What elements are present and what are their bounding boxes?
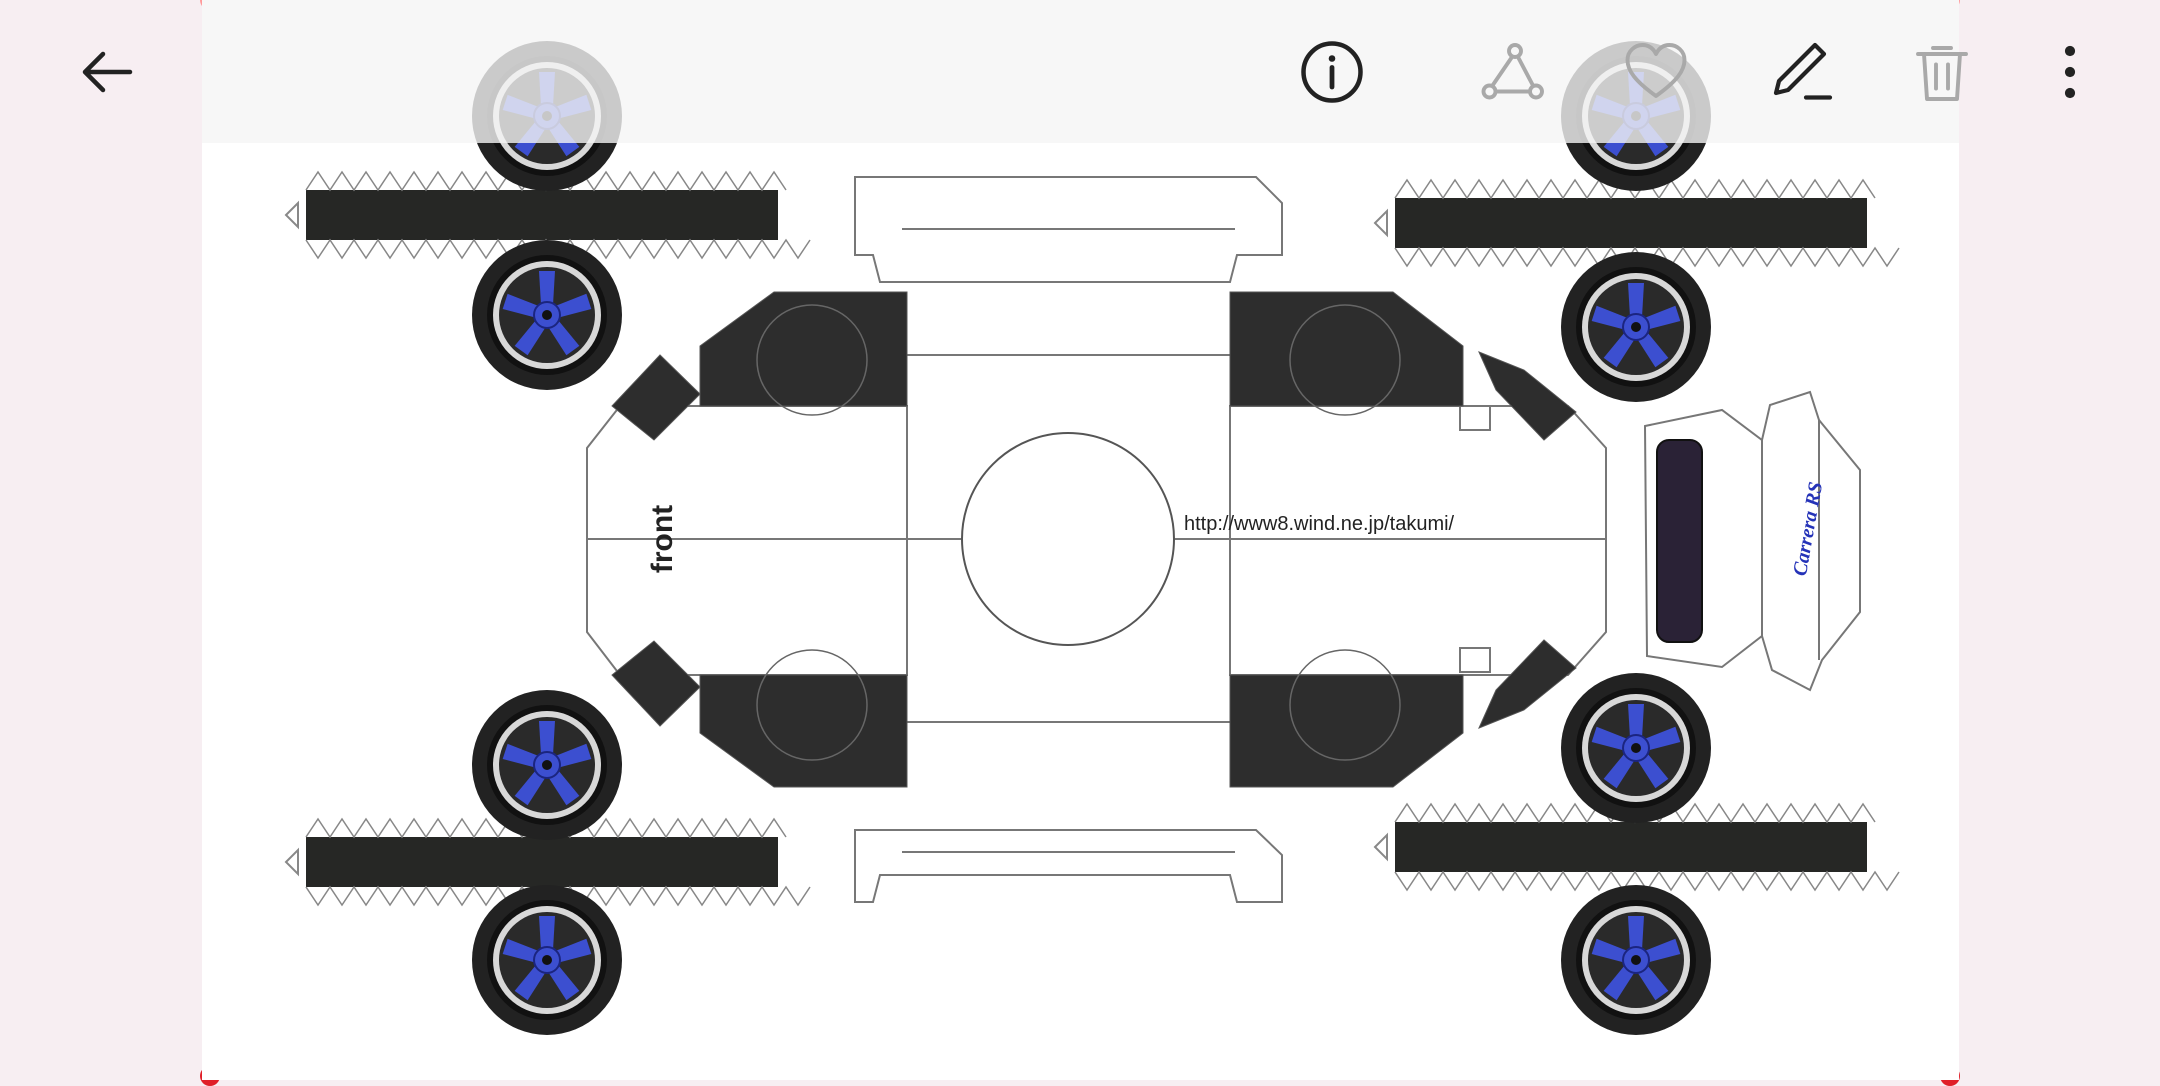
wheel-icon: [1560, 884, 1712, 1036]
wheel-icon: [471, 239, 623, 391]
wheel-icon: [1560, 251, 1712, 403]
arrow-left-icon: [82, 51, 133, 93]
papercraft-photo[interactable]: front http://www8.wind.ne.jp/takumi/ Car…: [202, 0, 1959, 1080]
url-text: http://www8.wind.ne.jp/takumi/: [1184, 513, 1455, 535]
chassis-template: [586, 176, 1607, 903]
more-options-button[interactable]: [2030, 32, 2110, 112]
trash-icon: [1916, 46, 1968, 101]
more-vertical-icon: [2064, 45, 2076, 99]
heart-outline-icon: [1625, 43, 1687, 98]
share-button[interactable]: [1472, 32, 1552, 112]
engine-cover-part: [1643, 390, 1861, 692]
back-button[interactable]: [66, 32, 146, 112]
wheel-icon: [471, 40, 623, 192]
wheel-icon: [471, 884, 623, 1036]
wheel-icon: [1560, 672, 1712, 824]
share-icon: [1481, 43, 1544, 100]
details-button[interactable]: [1292, 32, 1372, 112]
delete-button[interactable]: [1902, 32, 1982, 112]
favourite-button[interactable]: [1616, 32, 1696, 112]
edit-button[interactable]: [1760, 32, 1840, 112]
info-icon: [1301, 41, 1363, 103]
pencil-icon: [1773, 42, 1833, 100]
front-label: front: [646, 505, 679, 573]
wheel-icon: [471, 689, 623, 841]
